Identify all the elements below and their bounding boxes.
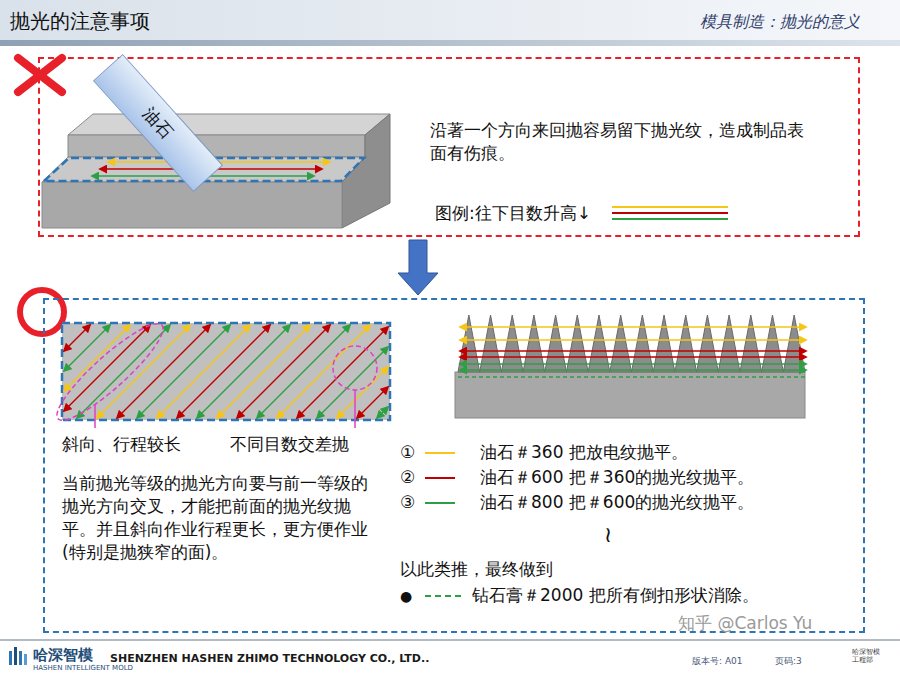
side-face xyxy=(342,114,390,228)
legend-swatch xyxy=(425,477,455,479)
upper-front-face xyxy=(68,135,365,157)
panel-text: 斜向、行程较长 xyxy=(62,433,181,456)
upper-top-face xyxy=(68,114,390,135)
logo-bar xyxy=(24,654,27,665)
grit-line xyxy=(612,218,728,220)
polish-level xyxy=(460,369,806,371)
panel-text: 当前抛光等级的抛光方向要与前一等级的抛光方向交叉，才能把前面的抛光纹抛平。并且斜… xyxy=(62,472,380,564)
legend-text: 油石＃600 把＃360的抛光纹抛平。 xyxy=(480,466,754,489)
polish-level xyxy=(458,376,806,378)
polish-levels xyxy=(458,327,806,377)
polish-stroke xyxy=(157,325,250,418)
polish-level xyxy=(460,356,806,358)
polish-stroke xyxy=(337,367,388,418)
logo-bar xyxy=(9,651,12,665)
company-name: SHENZHEN HASHEN ZHIMO TECHNOLOGY CO., LT… xyxy=(110,652,429,667)
version-number: 版本号: A01 xyxy=(692,655,743,667)
polish-level xyxy=(460,350,806,352)
logo-subtext: HASHEN INTELLIGENT MOLD xyxy=(33,664,133,673)
polish-stroke xyxy=(64,325,110,371)
polish-stroke xyxy=(357,387,388,418)
legend-swatch xyxy=(425,595,461,597)
panel-text: 不同目数交差抛 xyxy=(230,433,349,456)
legend-swatch xyxy=(425,452,455,454)
highlight-ellipse xyxy=(47,313,172,430)
department: 哈深智模 工程部 xyxy=(852,648,882,665)
polish-stroke xyxy=(97,325,190,418)
grit-line xyxy=(612,206,728,208)
polish-stroke xyxy=(137,325,230,418)
legend-swatch xyxy=(425,502,455,504)
polish-stroke xyxy=(64,325,90,351)
continuation-mark: ≀ xyxy=(604,520,612,550)
polish-stroke xyxy=(317,347,388,418)
page-number: 页码:3 xyxy=(775,655,802,667)
cross-stroke xyxy=(18,58,62,92)
surface-top-view xyxy=(62,323,390,420)
cross-stroke xyxy=(18,58,62,92)
wrong-mark xyxy=(18,58,62,92)
panel-text: 沿著一个方向来回抛容易留下抛光纹，造成制品表面有伤痕。 xyxy=(430,119,820,165)
grit-lines xyxy=(612,207,728,219)
warning-panel: 沿著一个方向来回抛容易留下抛光纹，造成制品表面有伤痕。图例:往下目数升高↓ 油石 xyxy=(38,57,860,237)
right-mark xyxy=(20,290,64,334)
title-separator xyxy=(0,40,900,46)
method-panel: 斜向、行程较长 不同目数交差抛当前抛光等级的抛光方向要与前一等级的抛光方向交叉，才… xyxy=(43,298,865,633)
legend-text: 油石＃800 把＃600的抛光纹抛平。 xyxy=(480,491,754,514)
flow-arrow xyxy=(398,240,438,295)
polish-level xyxy=(460,339,806,341)
polish-level xyxy=(460,326,806,328)
slide-title: 抛光的注意事项 xyxy=(10,8,150,35)
polish-stroke xyxy=(197,325,290,418)
surface-peaks xyxy=(458,315,805,372)
legend-text: 钻石膏＃2000 把所有倒扣形状消除。 xyxy=(472,584,759,607)
section-base xyxy=(455,372,805,418)
logo-text: 哈深智模 xyxy=(33,645,93,665)
leader-line xyxy=(94,404,96,428)
panel-text: 以此类推，最终做到 xyxy=(400,558,553,581)
callout-number: ③ xyxy=(400,491,415,514)
polish-stroke xyxy=(177,325,270,418)
stone-block: 油石 xyxy=(93,54,223,192)
polish-stroke xyxy=(77,325,170,418)
polish-stroke xyxy=(277,325,370,418)
polish-stroke xyxy=(117,325,210,418)
cross-polish-strokes xyxy=(64,325,388,418)
callout-number: ② xyxy=(400,466,415,489)
grit-line xyxy=(612,212,728,214)
polish-level xyxy=(460,363,806,365)
polish-stroke xyxy=(217,325,310,418)
shape-label: 油石 xyxy=(138,103,178,144)
logo-bar xyxy=(19,651,22,665)
watermark: 知乎 @Carlos Yu xyxy=(678,612,812,635)
polish-stroke xyxy=(297,327,388,418)
polish-stroke xyxy=(237,325,330,418)
polish-stroke xyxy=(377,407,388,418)
polish-stroke xyxy=(257,325,350,418)
legend-text: 油石＃360 把放电纹抛平。 xyxy=(480,441,688,464)
title-bar xyxy=(0,0,900,40)
logo-icon xyxy=(9,647,27,665)
chapter-title: 模具制造：抛光的意义 xyxy=(700,11,860,33)
callout-number: ① xyxy=(400,441,415,464)
panel-text: 图例:往下目数升高↓ xyxy=(435,202,591,225)
footer-rule xyxy=(0,639,900,641)
leader-line xyxy=(354,390,356,428)
bullet: ● xyxy=(400,587,412,606)
polish-stroke xyxy=(64,325,130,391)
logo-bar xyxy=(14,647,17,665)
highlight-circle xyxy=(333,346,377,390)
